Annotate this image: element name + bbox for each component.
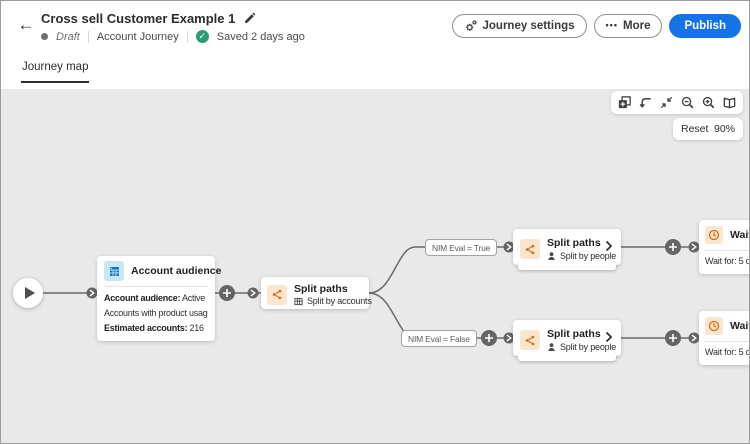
more-dots-icon: ••• (605, 20, 618, 30)
node-account-audience[interactable]: Account audience Account audience: Activ… (97, 256, 221, 341)
saved-status: Saved 2 days ago (216, 30, 305, 43)
journey-settings-label: Journey settings (482, 20, 575, 32)
person-mini-icon (548, 252, 555, 261)
reset-zoom-button[interactable]: Reset (681, 123, 709, 135)
branch-condition-false[interactable]: NIM Eval = False (401, 330, 477, 347)
page-title: Cross sell Customer Example 1 (41, 11, 236, 26)
add-node-button[interactable] (481, 330, 497, 346)
node-subtitle: Split by people (560, 251, 617, 261)
split-paths-icon (520, 239, 540, 259)
edit-title-icon[interactable] (243, 12, 256, 25)
meta-divider (87, 30, 89, 43)
tab-bar: Journey map (1, 51, 749, 89)
tab-journey-map[interactable]: Journey map (21, 51, 90, 83)
card-divider (704, 341, 749, 342)
zoom-in-icon[interactable] (700, 94, 718, 112)
add-node-button[interactable] (219, 285, 235, 301)
branch-condition-true[interactable]: NIM Eval = True (425, 239, 498, 256)
node-title: Wait (730, 229, 750, 241)
saved-check-icon: ✓ (195, 30, 209, 43)
accounts-mini-icon (294, 297, 303, 305)
node-subtitle: Split by accounts (307, 296, 372, 306)
split-paths-icon (520, 330, 540, 350)
duplicate-icon[interactable] (616, 94, 634, 112)
status-dot-icon (41, 33, 48, 40)
journey-type-label: Account Journey (96, 30, 179, 43)
card-divider (704, 250, 749, 251)
node-details: Wait for: 5 days (705, 347, 749, 357)
node-title: Split paths (547, 237, 601, 249)
publish-button[interactable]: Publish (669, 14, 741, 38)
zoom-out-icon[interactable] (679, 94, 697, 112)
account-audience-icon (104, 261, 124, 281)
canvas-toolbar (611, 91, 743, 114)
zoom-control: Reset 90% (673, 118, 743, 140)
split-paths-icon (267, 284, 287, 305)
header-actions: Journey settings ••• More Publish (451, 14, 741, 38)
map-view-icon[interactable] (721, 94, 739, 112)
back-button[interactable]: ← (15, 14, 37, 36)
node-title: Split paths (547, 328, 601, 340)
journey-settings-button[interactable]: Journey settings (451, 14, 587, 38)
journey-meta: Draft Account Journey ✓ Saved 2 days ago (41, 30, 305, 43)
more-button[interactable]: ••• More (593, 14, 663, 38)
expand-paths-icon[interactable] (605, 240, 613, 252)
title-block: Cross sell Customer Example 1 Draft Acco… (41, 11, 305, 43)
wait-icon (705, 226, 723, 244)
wait-icon (705, 317, 723, 335)
auto-arrange-icon[interactable] (637, 94, 655, 112)
expand-paths-icon[interactable] (605, 331, 613, 343)
add-node-button[interactable] (665, 239, 681, 255)
node-title: Wait (730, 320, 750, 332)
node-title: Account audience (131, 265, 222, 277)
add-node-button[interactable] (665, 330, 681, 346)
play-icon (24, 287, 35, 299)
more-label: More (622, 20, 651, 32)
node-split-paths-people-false[interactable]: Split paths Split by people (513, 320, 621, 361)
node-wait-false[interactable]: Wait Wait for: 5 days (699, 311, 750, 365)
card-divider (104, 286, 208, 287)
collapse-icon[interactable] (658, 94, 676, 112)
person-mini-icon (548, 343, 555, 352)
meta-divider (186, 30, 188, 43)
node-title: Split paths (294, 283, 348, 295)
node-details: Account audience: Active Accounts with p… (104, 293, 208, 333)
status-badge: Draft (56, 30, 80, 43)
node-split-paths-people-true[interactable]: Split paths Split by people (513, 229, 621, 270)
node-split-paths-accounts[interactable]: Split paths Split by accounts (261, 277, 372, 309)
node-details: Wait for: 5 days (705, 256, 749, 266)
zoom-level: 90% (713, 123, 735, 135)
node-subtitle: Split by people (560, 342, 617, 352)
journey-start-node[interactable] (13, 278, 43, 308)
header: ← Cross sell Customer Example 1 Draft Ac… (1, 1, 749, 51)
gear-icon (465, 20, 477, 31)
node-wait-true[interactable]: Wait Wait for: 5 days (699, 220, 750, 274)
